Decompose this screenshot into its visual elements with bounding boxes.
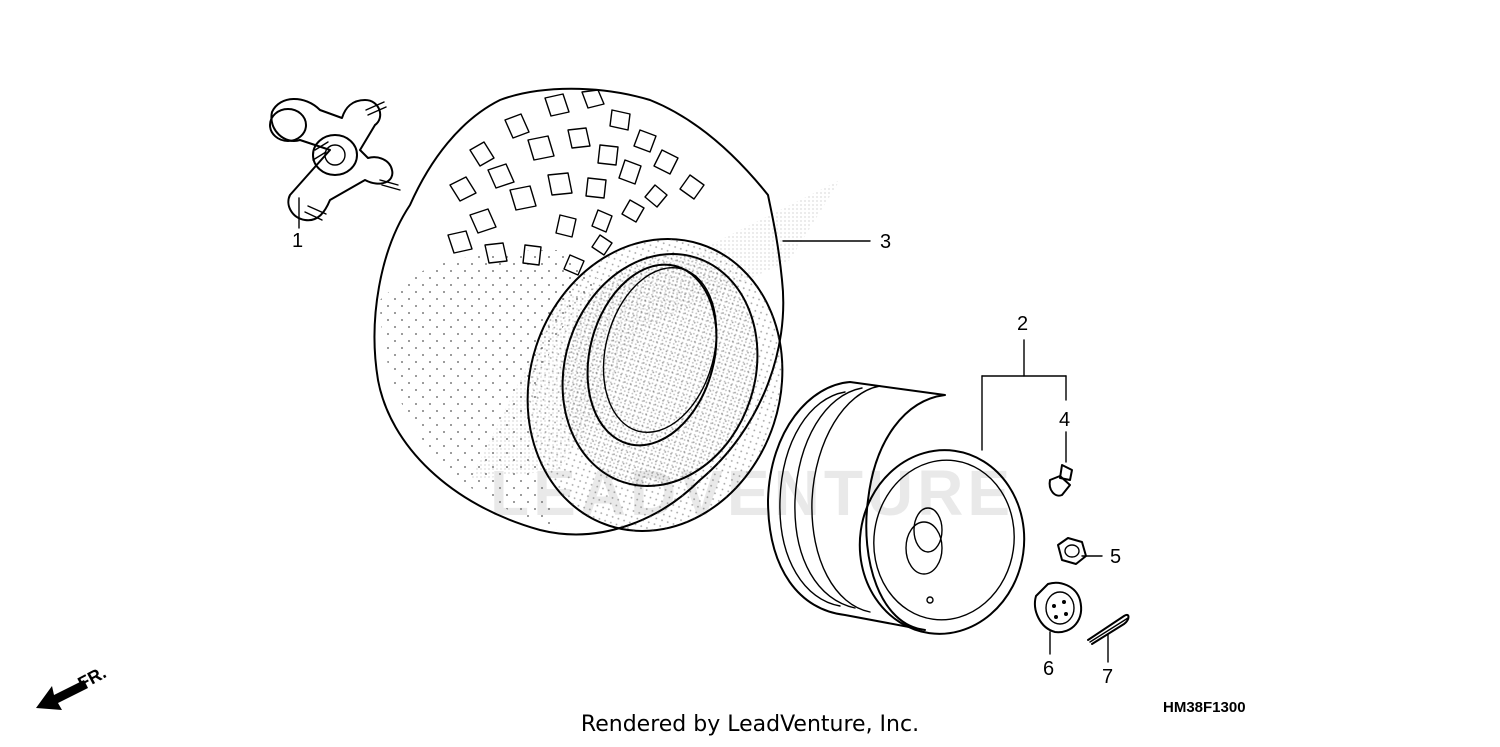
callout-5: 5: [1110, 546, 1121, 568]
diagram-reference-code: HM38F1300: [1163, 699, 1246, 716]
callout-6: 6: [1043, 658, 1054, 680]
callout-2: 2: [1017, 313, 1028, 335]
callout-4: 4: [1059, 409, 1070, 431]
leader-lines: [298, 197, 1109, 663]
cotter-pin[interactable]: [1087, 614, 1130, 645]
callout-3: 3: [880, 231, 891, 253]
front-direction-indicator: FR.: [36, 662, 109, 710]
tire[interactable]: [373, 87, 820, 565]
wheel-rim[interactable]: [767, 381, 1036, 645]
callout-1: 1: [292, 230, 303, 252]
render-credit: Rendered by LeadVenture, Inc.: [580, 712, 920, 737]
castle-nut[interactable]: [1034, 581, 1083, 634]
hub[interactable]: [269, 98, 401, 222]
nut[interactable]: [1057, 537, 1087, 565]
valve[interactable]: [1048, 464, 1073, 497]
callout-7: 7: [1102, 666, 1113, 688]
arrow-icon: [36, 680, 88, 710]
